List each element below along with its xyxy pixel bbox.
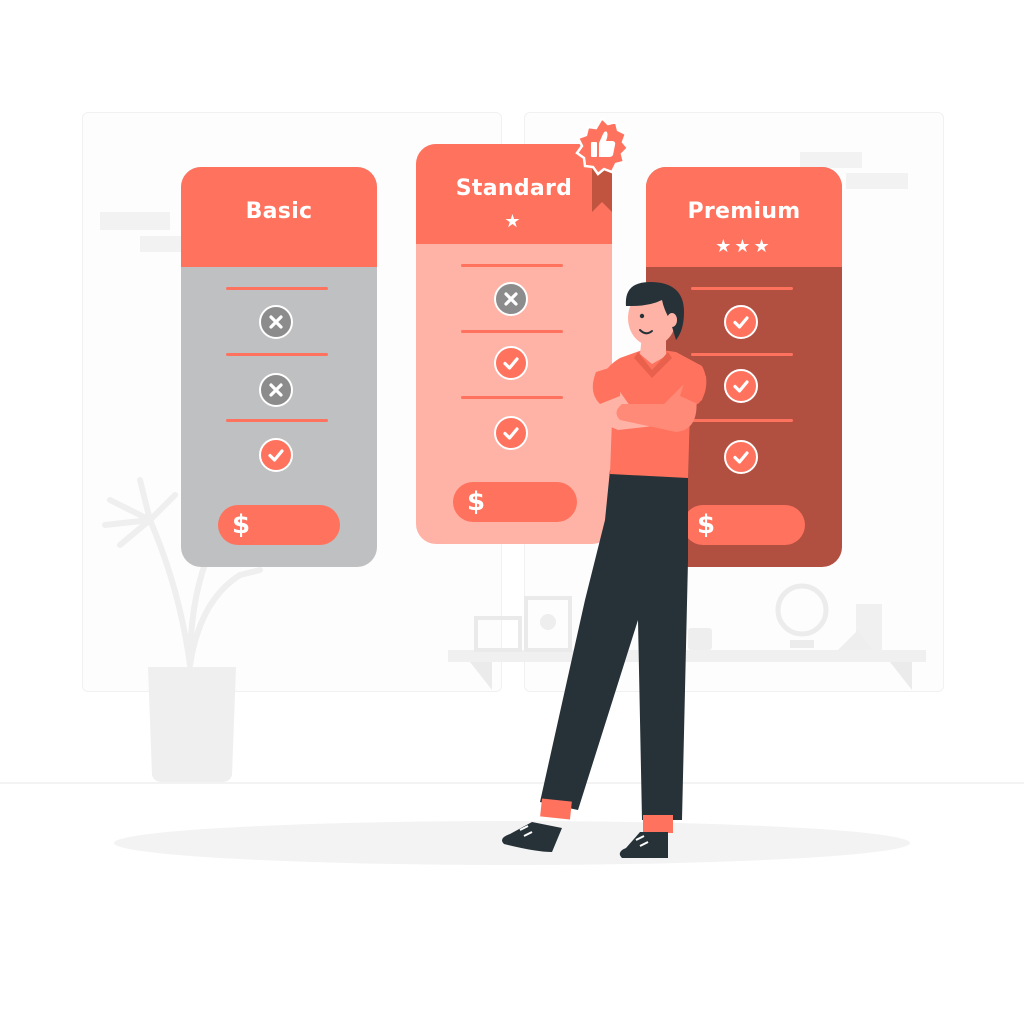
check-icon xyxy=(259,438,293,472)
coffee-cup xyxy=(688,628,712,650)
wall-shelf xyxy=(448,650,926,662)
select-plan-button[interactable]: $ xyxy=(218,505,340,545)
person-collar xyxy=(634,352,672,378)
wall-brick xyxy=(800,152,862,168)
star-rating: ★★★ xyxy=(715,236,773,257)
shoe-lace xyxy=(519,825,533,837)
feature-divider xyxy=(461,330,563,333)
person-arm xyxy=(616,384,697,432)
floor-line xyxy=(0,782,1024,784)
x-icon xyxy=(259,305,293,339)
picture-frame xyxy=(524,596,572,652)
plan-card-standard: Standard ★ $ xyxy=(416,144,612,544)
check-icon xyxy=(724,369,758,403)
feature-divider xyxy=(226,419,328,422)
plan-header xyxy=(416,144,612,244)
wall-brick xyxy=(140,236,184,252)
dollar-icon: $ xyxy=(467,487,486,517)
wall-brick xyxy=(100,212,170,230)
check-icon xyxy=(724,305,758,339)
feature-divider xyxy=(461,264,563,267)
star-rating: ★ xyxy=(504,211,524,232)
shoe-lace xyxy=(635,835,649,847)
check-icon xyxy=(724,440,758,474)
check-icon xyxy=(494,416,528,450)
person-eye xyxy=(639,313,645,319)
picture-frame xyxy=(474,616,522,652)
shelf-bracket xyxy=(470,662,492,690)
person-hair xyxy=(625,282,684,340)
plan-title: Standard xyxy=(455,176,573,201)
plant-pot xyxy=(148,667,236,782)
globe-stand xyxy=(790,640,814,648)
person-sleeve xyxy=(592,364,622,404)
shelf-bracket xyxy=(890,662,912,690)
feature-divider xyxy=(461,396,563,399)
frame-art xyxy=(540,614,556,630)
x-icon xyxy=(494,282,528,316)
plan-header xyxy=(181,167,377,267)
person-pants xyxy=(540,470,688,820)
person-smile xyxy=(639,329,653,335)
person-sock xyxy=(540,798,572,820)
triangle-decor xyxy=(838,630,872,650)
recommended-badge xyxy=(575,116,630,212)
check-icon xyxy=(494,346,528,380)
plan-title: Premium xyxy=(687,199,801,224)
select-plan-button[interactable]: $ xyxy=(453,482,577,522)
person-sleeve xyxy=(680,364,707,404)
x-icon xyxy=(259,373,293,407)
plan-title: Basic xyxy=(245,199,313,224)
dollar-icon: $ xyxy=(232,510,251,540)
dollar-icon: $ xyxy=(697,510,716,540)
person-sock xyxy=(643,815,673,833)
desk-globe xyxy=(775,583,829,637)
plan-card-basic: Basic $ xyxy=(181,167,377,567)
thumbs-up-icon xyxy=(591,131,616,157)
person-shoe xyxy=(502,822,562,852)
feature-divider xyxy=(691,419,793,422)
person-ear xyxy=(667,313,677,327)
feature-divider xyxy=(691,353,793,356)
feature-divider xyxy=(691,287,793,290)
wall-brick xyxy=(846,173,908,189)
feature-divider xyxy=(226,287,328,290)
feature-divider xyxy=(226,353,328,356)
plan-header xyxy=(646,167,842,267)
plan-card-premium: Premium ★★★ $ xyxy=(646,167,842,567)
select-plan-button[interactable]: $ xyxy=(683,505,805,545)
